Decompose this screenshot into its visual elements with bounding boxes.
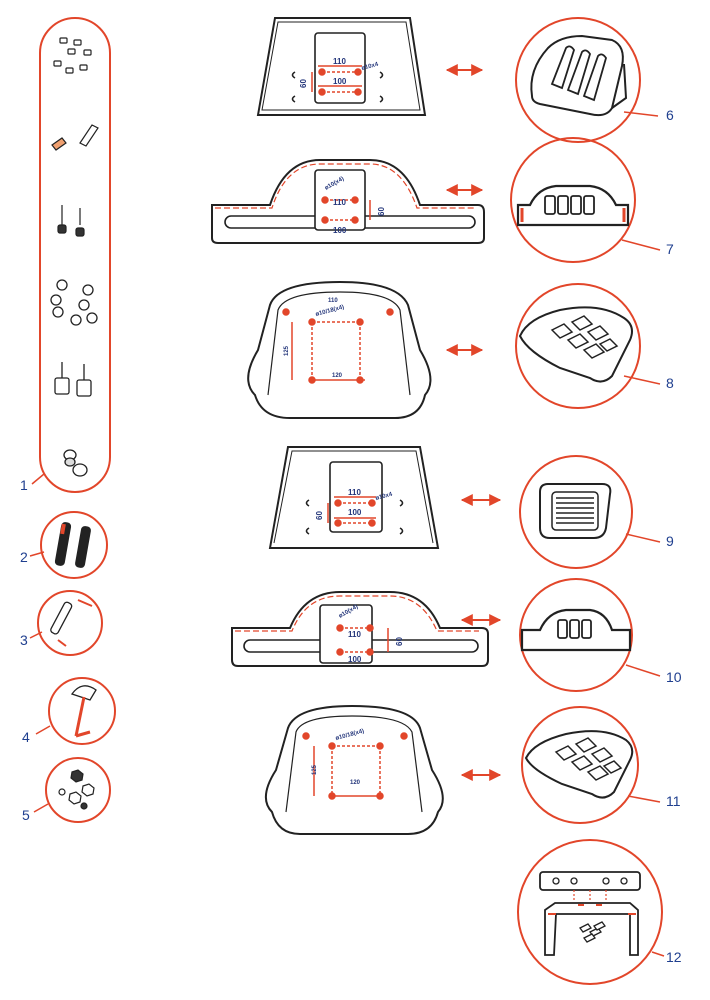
screw-set-icon [57,205,85,237]
dim-6-hole: ø10x4 [361,62,380,72]
callout-9: 9 [666,533,674,549]
dim-6-side: 60 [299,79,308,88]
seat-8 [515,283,641,409]
dim-10-side: 60 [395,637,404,646]
mounting-plate-6: 110 100 60 ø10x4 [256,17,427,116]
part-2-clips [40,511,108,579]
mounting-plate-8: 110 120 125 ø10/18(x4) [247,280,432,419]
dim-7-top: 110 [333,198,346,207]
leader-lines [29,111,665,957]
dim-6-top: 110 [333,57,346,66]
seat-11 [521,706,639,824]
part-3-spacer-rod [37,590,103,656]
callout-3: 3 [20,632,28,648]
dim-9-top: 110 [348,488,361,497]
dim-9-bottom: 100 [348,508,362,517]
dim-9-side: 60 [315,511,324,520]
bushings-icon [63,449,88,477]
callout-8: 8 [666,375,674,391]
part-5-knobs [45,757,111,823]
callout-2: 2 [20,549,28,565]
part-12-bracket-assembly [517,839,663,985]
dim-7-side: 60 [377,207,386,216]
dim-8-bottom: 120 [332,373,343,379]
dim-8-top: 110 [328,298,338,304]
callout-10: 10 [666,669,682,685]
part-1-hardware-kit [39,17,111,493]
callout-1: 1 [20,477,28,493]
dim-11-bottom: 120 [350,780,361,786]
callout-5: 5 [22,807,30,823]
callout-4: 4 [22,729,30,745]
seat-7 [510,137,636,263]
dim-10-top: 110 [348,630,361,639]
mounting-plate-7: 110 100 60 ø10(x4) [211,159,485,244]
dim-8-side: 125 [284,345,290,356]
dim-11-side: 125 [312,764,318,775]
bolt-spacers-icon [54,362,92,397]
dim-6-bottom: 100 [333,77,347,86]
dim-9-hole: ø10x4 [375,492,394,502]
part-4-hex-key [48,677,116,745]
callout-labels: 1 2 3 4 5 6 7 8 9 10 11 12 [20,107,682,965]
small-nuts-icon [53,37,92,74]
dim-10-bottom: 100 [348,655,362,664]
mounting-plate-9: 110 100 60 ø10x4 [268,446,440,549]
wedge-inserts-icon [51,124,99,151]
seat-6 [515,17,641,143]
dim-7-bottom: 100 [333,226,347,235]
callout-6: 6 [666,107,674,123]
callout-11: 11 [666,793,681,809]
nut-cluster-icon [50,279,98,326]
callout-12: 12 [666,949,682,965]
seat-10 [519,578,633,692]
mounting-plate-10: 110 100 60 ø10(x4) [231,591,489,667]
mounting-plate-11: 120 125 ø10/18(x4) [265,704,444,835]
callout-7: 7 [666,241,674,257]
seat-9 [519,455,633,569]
